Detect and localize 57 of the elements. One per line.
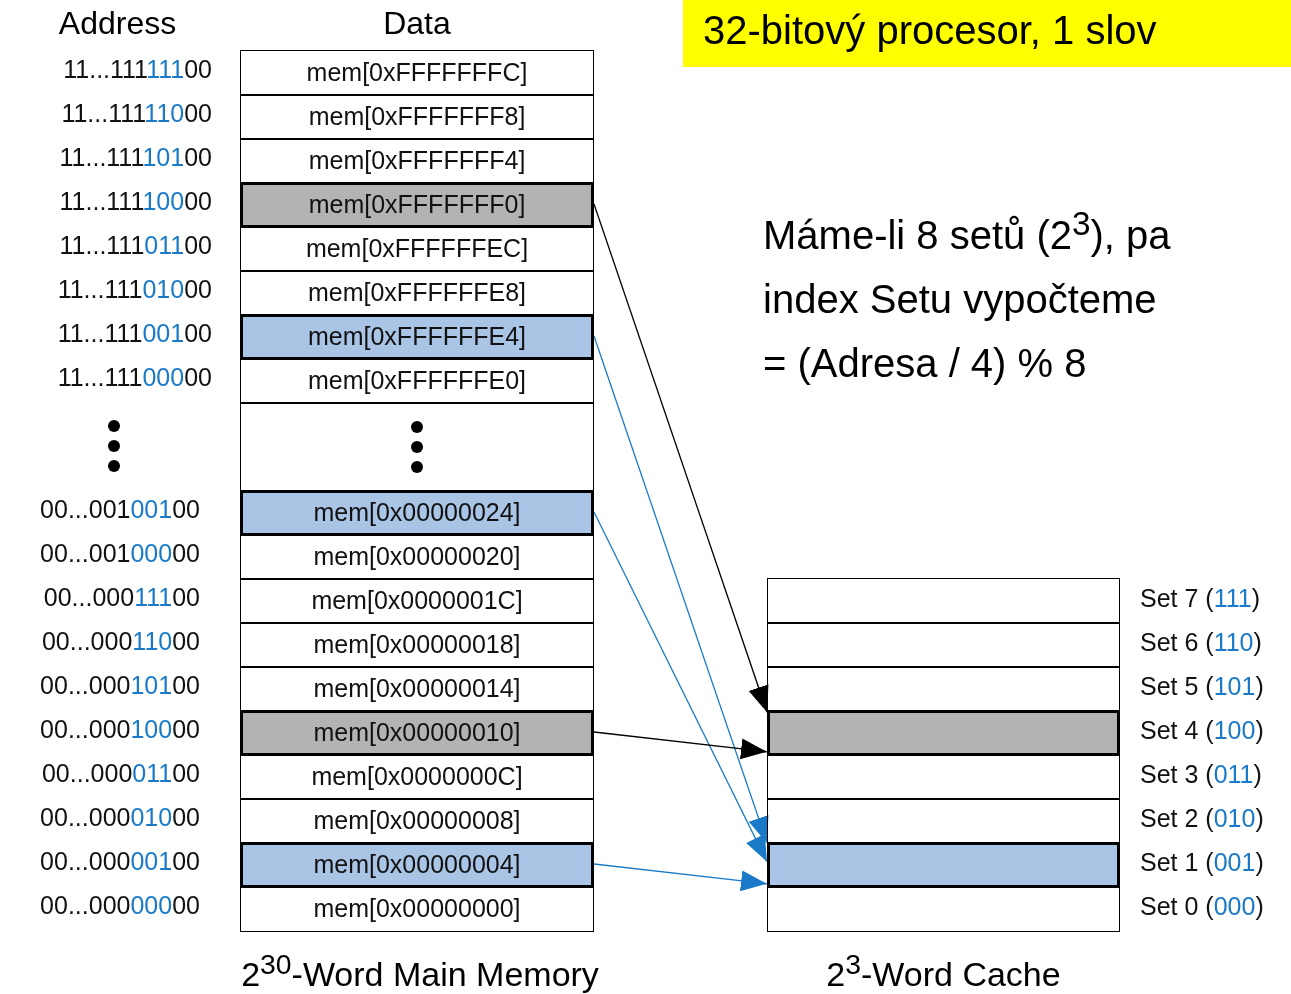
address-label: 00...00011100 xyxy=(42,583,200,612)
memory-cell: mem[0x00000018] xyxy=(240,622,594,668)
arrow xyxy=(593,511,768,863)
memory-cell: mem[0x00000024] xyxy=(240,490,594,536)
memory-cell: mem[0xFFFFFFF0] xyxy=(240,182,594,228)
address-label: 00...00001000 xyxy=(39,803,200,832)
column-heading: Data xyxy=(382,5,452,42)
address-label: 00...00000000 xyxy=(39,891,200,920)
address-label: 00...00010000 xyxy=(39,715,200,744)
address-label: 11...11111100 xyxy=(62,55,212,84)
address-label: 11...11101100 xyxy=(58,231,212,260)
cache-row xyxy=(767,622,1120,668)
title-banner: 32-bitový procesor, 1 slov xyxy=(683,0,1291,67)
column-heading: Address xyxy=(57,5,178,42)
set-label: Set 2 (010) xyxy=(1140,804,1264,833)
cache-row xyxy=(767,754,1120,800)
memory-cell: mem[0x00000000] xyxy=(240,886,594,932)
cache-row xyxy=(767,578,1120,624)
set-label: Set 0 (000) xyxy=(1140,892,1264,921)
memory-cell: mem[0xFFFFFFE0] xyxy=(240,358,594,404)
address-label: 11...11110000 xyxy=(58,187,212,216)
address-label: 00...00001100 xyxy=(40,759,200,788)
memory-cell: mem[0xFFFFFFE4] xyxy=(240,314,594,360)
note-text: Máme-li 8 setů (2$^{3}$), pa index Setu vypočteme = (Adresa / 4) % 8 xyxy=(763,204,1172,388)
memory-cell: mem[0x0000000C] xyxy=(240,754,594,800)
set-label: Set 7 (111) xyxy=(1140,584,1260,613)
arrow xyxy=(593,863,768,892)
address-label: 11...11100000 xyxy=(56,363,212,392)
memory-cell: mem[0x00000020] xyxy=(240,534,594,580)
set-label: Set 6 (110) xyxy=(1140,628,1262,657)
address-label: 11...11100100 xyxy=(56,319,212,348)
memory-cell: mem[0x00000010] xyxy=(240,710,594,756)
caption: 2$^{3}$-Word Cache xyxy=(825,948,1062,994)
set-label: Set 5 (101) xyxy=(1140,672,1264,701)
address-label: 00...00100000 xyxy=(39,539,200,568)
set-label: Set 4 (100) xyxy=(1140,716,1264,745)
address-label: 00...00100100 xyxy=(39,495,200,524)
caption: 2$^{30}$-Word Main Memory xyxy=(240,948,600,994)
set-label: Set 1 (001) xyxy=(1140,848,1264,877)
address-label: 00...00011000 xyxy=(40,627,200,656)
address-label: 00...00010100 xyxy=(39,671,200,700)
memory-cell: mem[0xFFFFFFFC] xyxy=(240,50,594,96)
cache-row xyxy=(767,842,1120,888)
memory-cell: mem[0x0000001C] xyxy=(240,578,594,624)
address-label: 11...11111000 xyxy=(60,99,212,128)
arrow xyxy=(593,335,769,844)
set-label: Set 3 (011) xyxy=(1140,760,1262,789)
memory-cell: mem[0xFFFFFFEC] xyxy=(240,226,594,272)
cache-row xyxy=(767,710,1120,756)
memory-cell: mem[0x00000004] xyxy=(240,842,594,888)
address-label: 11...11101000 xyxy=(56,275,212,304)
arrow xyxy=(593,731,768,760)
arrow xyxy=(593,203,769,713)
address-label: 11...11110100 xyxy=(58,143,212,172)
address-label: 00...00000100 xyxy=(39,847,200,876)
memory-cell: mem[0xFFFFFFF8] xyxy=(240,94,594,140)
cache-row xyxy=(767,886,1120,932)
